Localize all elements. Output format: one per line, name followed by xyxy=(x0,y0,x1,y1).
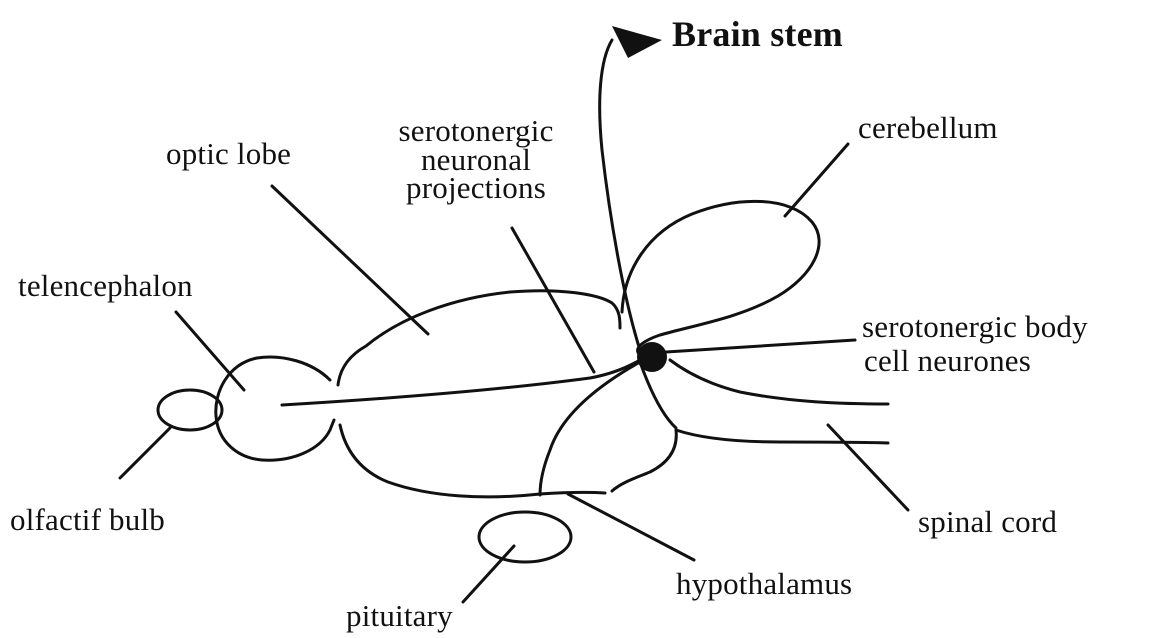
olfactif-bulb-label: olfactif bulb xyxy=(10,504,165,535)
pituitary-shape xyxy=(479,512,571,562)
optic-lobe-label: optic lobe xyxy=(166,138,291,169)
serotonergic-body-line-1: serotonergic body xyxy=(862,310,1088,344)
serotonergic-projections-line-3: projections xyxy=(376,174,576,203)
spinal-cord-lower xyxy=(676,430,888,443)
serotonergic-projections-leader xyxy=(512,228,594,372)
hypothalamic-projection-right xyxy=(640,362,676,428)
olfactory-bulb-shape xyxy=(158,390,222,430)
serotonergic-body-line-2: cell neurones xyxy=(862,344,1088,378)
ventral-brain-outline-2 xyxy=(612,430,676,491)
optic-lobe-shape xyxy=(338,291,620,385)
spinal-cord-label: spinal cord xyxy=(918,506,1057,537)
serotonergic-body-leader xyxy=(666,340,855,352)
telencephalon-shape xyxy=(216,357,334,460)
olfactif-bulb-leader xyxy=(120,428,170,478)
pituitary-leader xyxy=(463,546,514,602)
serotonergic-body-label: serotonergic body cell neurones xyxy=(862,310,1088,378)
hypothalamus-label: hypothalamus xyxy=(676,568,852,599)
cerebellum-label: cerebellum xyxy=(858,112,998,143)
pituitary-label: pituitary xyxy=(346,600,453,631)
spinal-cord-leader xyxy=(828,425,908,510)
spinal-cord-upper xyxy=(670,360,888,404)
telencephalon-label: telencephalon xyxy=(18,270,193,301)
brain-stem-label: Brain stem xyxy=(672,16,843,52)
cerebellum-shape xyxy=(622,201,819,355)
brain-stem-projection xyxy=(600,40,640,350)
cerebellum-leader xyxy=(785,144,848,216)
telencephalon-leader xyxy=(176,312,244,390)
brain-stem-arrowhead xyxy=(612,26,662,58)
ventral-brain-outline xyxy=(340,425,605,497)
hypothalamus-leader xyxy=(568,494,694,560)
optic-lobe-leader xyxy=(272,186,428,334)
serotonergic-projections-label: serotonergic neuronal projections xyxy=(376,117,576,203)
